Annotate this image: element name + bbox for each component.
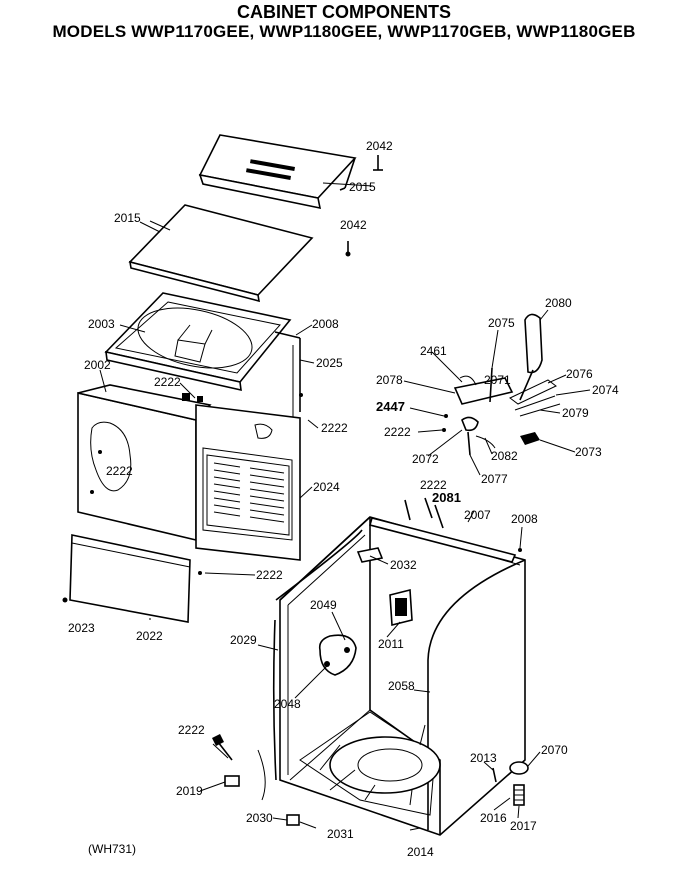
label-2013: 2013 bbox=[470, 751, 497, 765]
label-2222: 2222 bbox=[106, 464, 133, 478]
label-2076: 2076 bbox=[566, 367, 593, 381]
label-2011: 2011 bbox=[378, 637, 404, 651]
label-2029: 2029 bbox=[230, 633, 257, 647]
part-labels: 2042 2015 2015 2042 2003 2008 2025 2002 … bbox=[68, 139, 619, 859]
washer-lid bbox=[128, 204, 314, 303]
drawing-reference: (WH731) bbox=[88, 842, 136, 856]
label-2074: 2074 bbox=[592, 383, 619, 397]
label-2015: 2015 bbox=[114, 211, 141, 225]
label-2070: 2070 bbox=[541, 743, 568, 757]
label-2017: 2017 bbox=[510, 819, 537, 833]
front-panel bbox=[77, 384, 212, 542]
label-2072: 2072 bbox=[412, 452, 439, 466]
label-2023: 2023 bbox=[68, 621, 95, 635]
leader-lines bbox=[99, 221, 591, 831]
label-2003: 2003 bbox=[88, 317, 115, 331]
label-2007: 2007 bbox=[464, 508, 491, 522]
label-2025: 2025 bbox=[316, 356, 343, 370]
label-2022: 2022 bbox=[136, 629, 163, 643]
label-2077: 2077 bbox=[481, 472, 508, 486]
cabinet-body bbox=[272, 516, 526, 836]
label-2014: 2014 bbox=[407, 845, 434, 859]
kick-panel bbox=[69, 534, 191, 623]
label-2461: 2461 bbox=[420, 344, 447, 358]
label-2075: 2075 bbox=[488, 316, 515, 330]
label-2080: 2080 bbox=[545, 296, 572, 310]
label-2049: 2049 bbox=[310, 598, 337, 612]
label-2058: 2058 bbox=[388, 679, 415, 693]
label-2048: 2048 bbox=[274, 697, 301, 711]
control-hood bbox=[198, 134, 357, 210]
label-2016: 2016 bbox=[480, 811, 507, 825]
label-2073: 2073 bbox=[575, 445, 602, 459]
top-panel bbox=[104, 292, 292, 392]
label-2008: 2008 bbox=[312, 317, 339, 331]
label-2082: 2082 bbox=[491, 449, 518, 463]
label-2078: 2078 bbox=[376, 373, 403, 387]
label-2222: 2222 bbox=[321, 421, 348, 435]
label-2081: 2081 bbox=[432, 490, 461, 505]
models-line: MODELS WWP1170GEE, WWP1180GEE, WWP1170GE… bbox=[52, 22, 636, 41]
label-2079: 2079 bbox=[562, 406, 589, 420]
label-2002: 2002 bbox=[84, 358, 111, 372]
label-2024: 2024 bbox=[313, 480, 340, 494]
label-2222: 2222 bbox=[384, 425, 411, 439]
label-2031: 2031 bbox=[327, 827, 354, 841]
label-2042: 2042 bbox=[340, 218, 367, 232]
side-vent-panel bbox=[195, 404, 301, 561]
label-2071: 2071 bbox=[484, 373, 511, 387]
suspension-linkage bbox=[442, 313, 561, 456]
label-2222: 2222 bbox=[154, 375, 181, 389]
diagram-title: CABINET COMPONENTS bbox=[236, 2, 451, 22]
label-2447: 2447 bbox=[376, 399, 405, 414]
label-2032: 2032 bbox=[390, 558, 417, 572]
label-2019: 2019 bbox=[176, 784, 203, 798]
label-2008: 2008 bbox=[511, 512, 538, 526]
label-2015: 2015 bbox=[349, 180, 376, 194]
label-2222: 2222 bbox=[420, 478, 447, 492]
label-2222: 2222 bbox=[178, 723, 205, 737]
label-2042: 2042 bbox=[366, 139, 393, 153]
label-2030: 2030 bbox=[246, 811, 273, 825]
label-2222: 2222 bbox=[256, 568, 283, 582]
